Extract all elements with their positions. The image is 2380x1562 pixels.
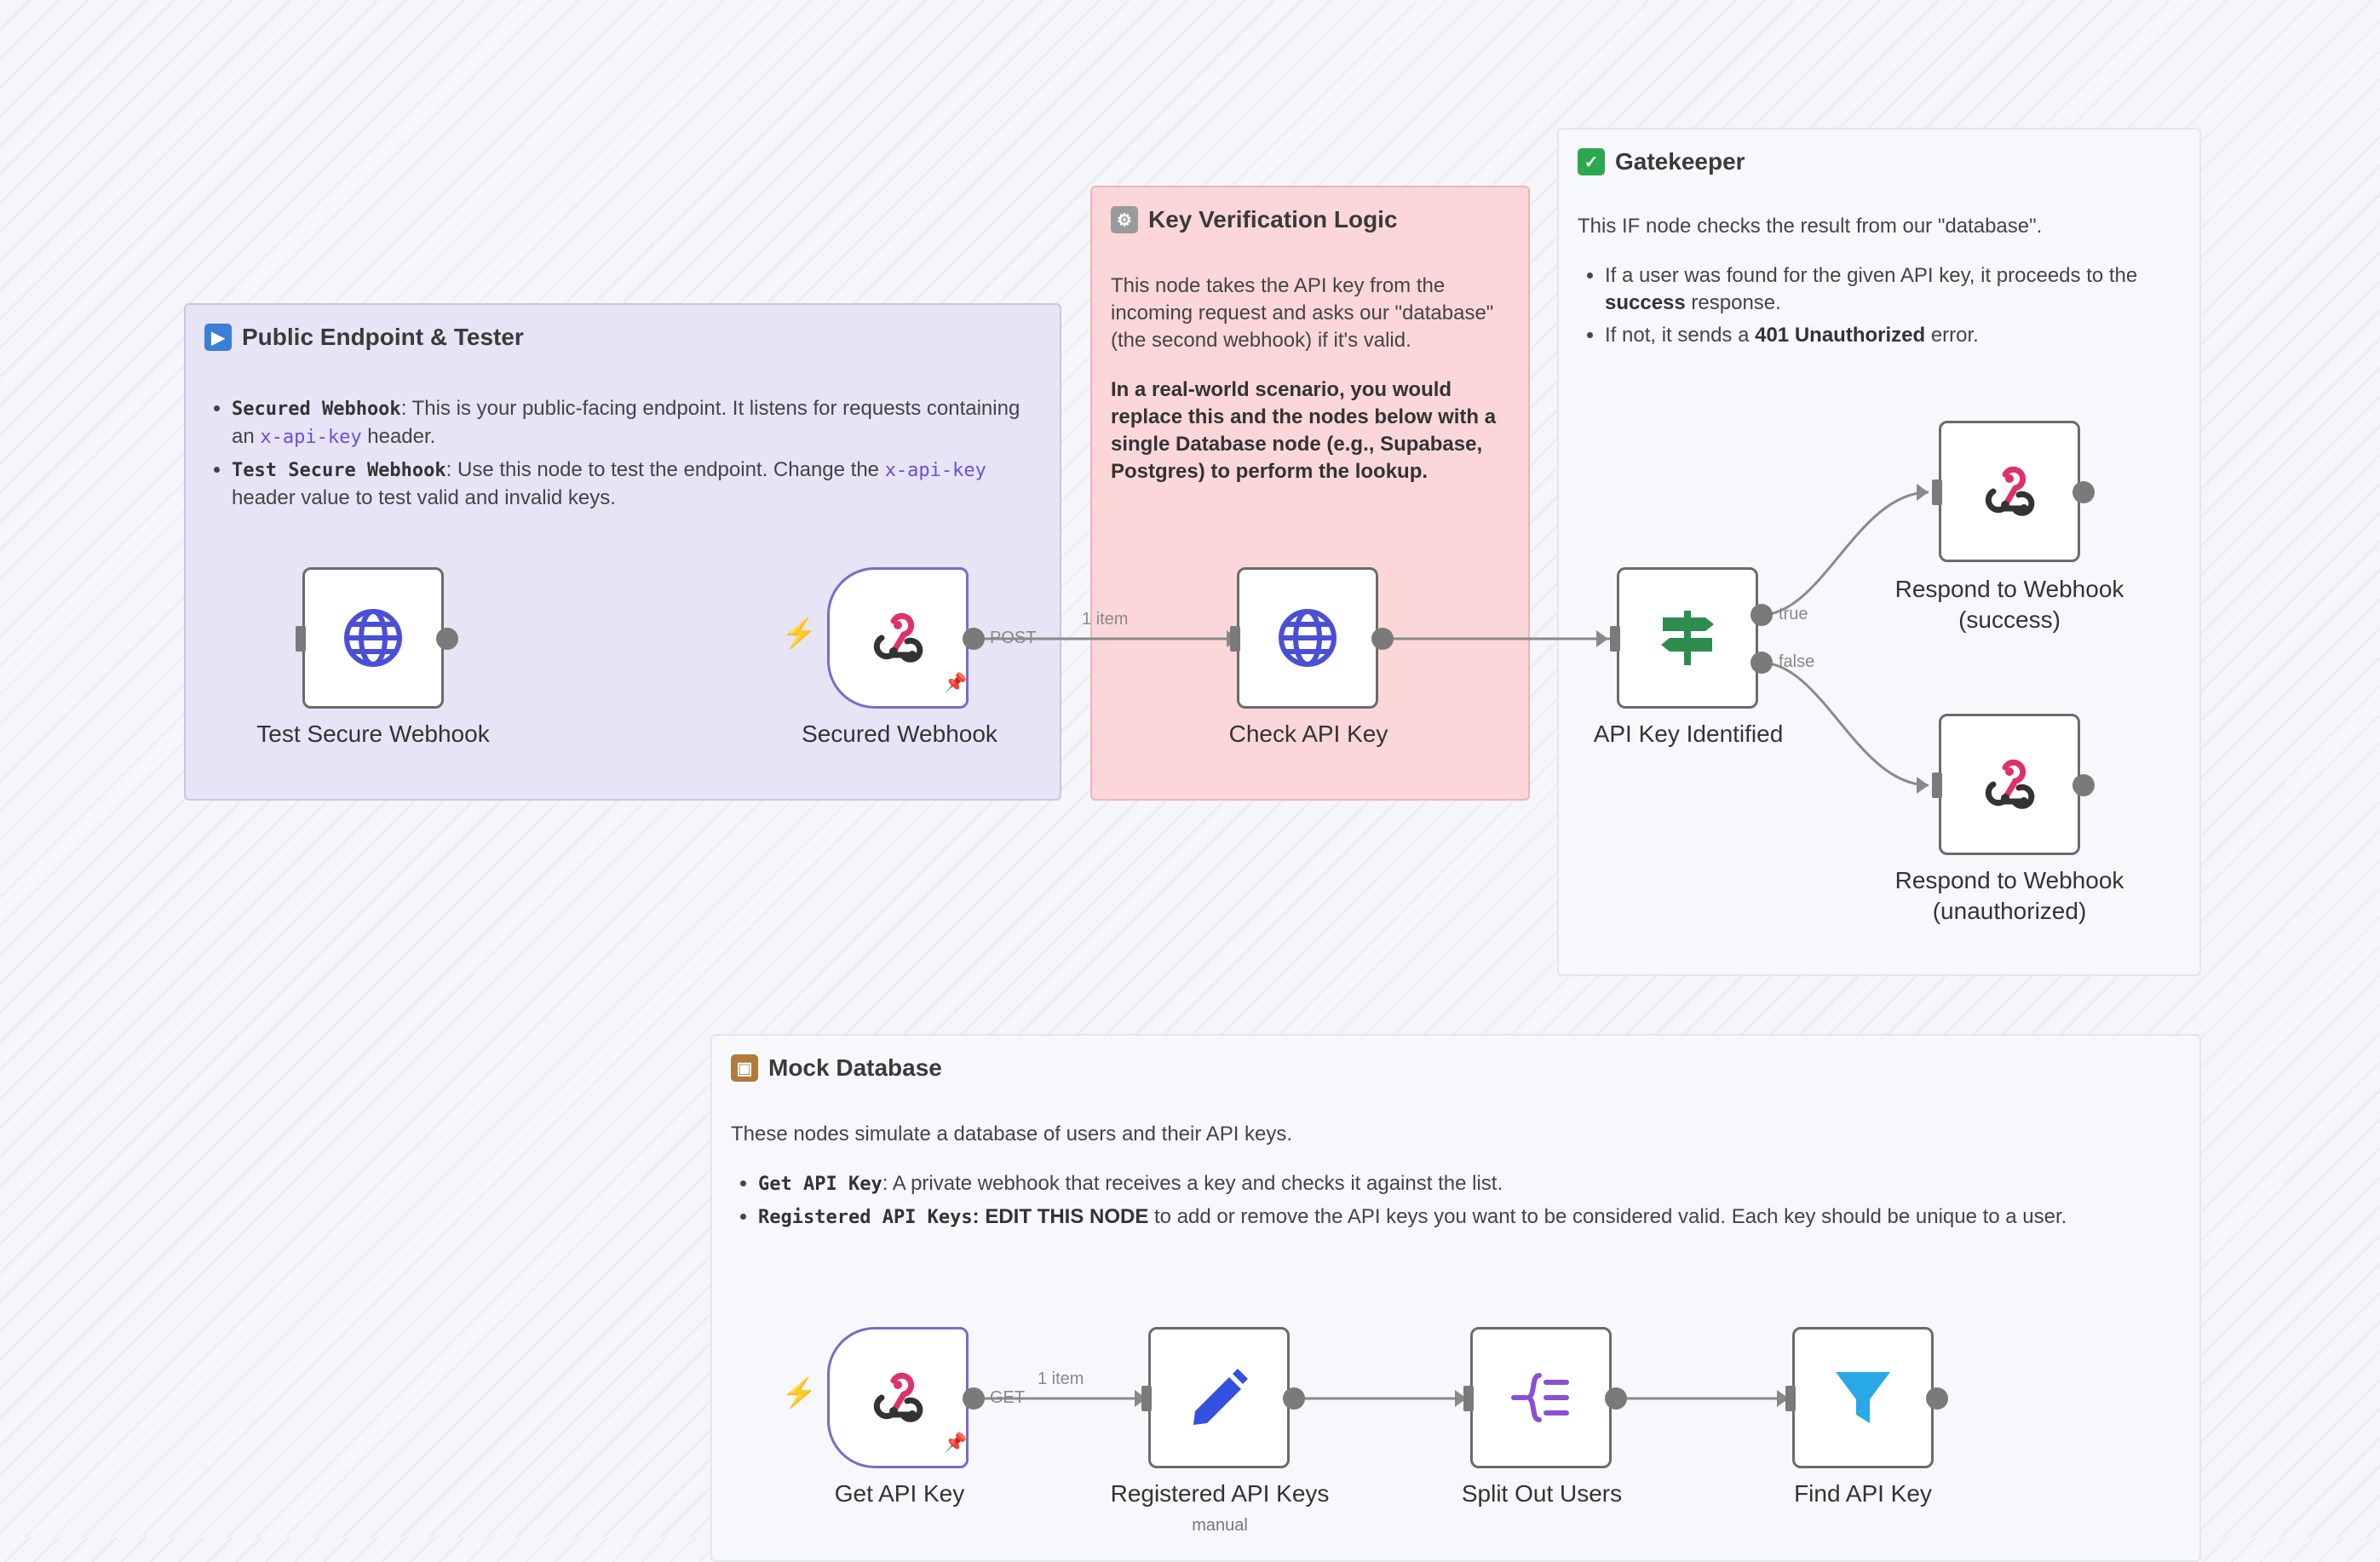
output-port[interactable]	[963, 1387, 985, 1410]
node-label: Respond to Webhook (unauthorized)	[1894, 867, 2124, 924]
webhook-icon	[873, 1372, 923, 1422]
note-body: These nodes simulate a database of users…	[731, 1121, 2181, 1232]
output-port[interactable]	[2072, 481, 2095, 503]
arrowhead	[1455, 1390, 1467, 1407]
input-port[interactable]	[1141, 1386, 1152, 1411]
node-label: Secured Webhook	[802, 721, 997, 747]
check-emoji-icon: ✓	[1578, 148, 1605, 175]
note-bullet: If a user was found for the given API ke…	[1605, 262, 2181, 317]
input-port[interactable]	[1932, 772, 1942, 798]
node-label: Respond to Webhook (success)	[1894, 576, 2124, 633]
note-body: Secured Webhook: This is your public-fac…	[204, 395, 1041, 512]
trigger-bolt-icon: ⚡	[781, 1377, 818, 1410]
edge-label-true: true	[1779, 605, 1808, 623]
node-label: Test Secure Webhook	[256, 721, 490, 747]
node-split-out-users[interactable]	[1470, 1327, 1612, 1468]
globe-icon	[1279, 609, 1337, 667]
edge-label-false: false	[1779, 652, 1815, 671]
node-label: API Key Identified	[1593, 721, 1784, 747]
arrowhead	[1917, 484, 1929, 501]
input-port[interactable]	[1463, 1386, 1474, 1411]
pin-icon: 📌	[944, 672, 968, 693]
note-mock-database[interactable]: ▣ Mock Database These nodes simulate a d…	[710, 1034, 2201, 1562]
note-public-endpoint[interactable]: ▶ Public Endpoint & Tester Secured Webho…	[184, 303, 1061, 801]
output-port[interactable]	[1926, 1387, 1948, 1410]
input-port[interactable]	[296, 626, 306, 652]
node-get-api-key[interactable]: 📌	[827, 1327, 969, 1468]
note-body: This IF node checks the result from our …	[1578, 213, 2181, 349]
package-emoji-icon: ▣	[731, 1054, 758, 1082]
node-respond-unauthorized[interactable]	[1939, 714, 2080, 855]
input-port[interactable]	[1785, 1386, 1796, 1411]
arrowhead	[1135, 1390, 1147, 1407]
note-bullet: Get API Key: A private webhook that rece…	[758, 1170, 2181, 1198]
node-label: Registered API Keys	[1110, 1480, 1330, 1507]
input-port[interactable]	[1230, 626, 1240, 652]
node-check-api-key[interactable]	[1237, 567, 1378, 709]
output-port-true[interactable]	[1751, 604, 1773, 626]
note-bullet: Registered API Keys: EDIT THIS NODE to a…	[758, 1203, 2181, 1232]
note-body: This node takes the API key from the inc…	[1111, 274, 1497, 483]
wire-false-to-unauth	[1760, 661, 1929, 787]
split-icon	[1511, 1373, 1569, 1422]
output-port[interactable]	[1371, 628, 1394, 650]
edge-label-method: POST	[990, 629, 1037, 647]
output-port[interactable]	[436, 628, 458, 650]
arrowhead	[1596, 630, 1608, 647]
trigger-bolt-icon: ⚡	[781, 617, 818, 650]
node-label: Check API Key	[1228, 721, 1388, 747]
pin-icon: 📌	[944, 1432, 968, 1453]
node-find-api-key[interactable]	[1792, 1327, 1934, 1468]
node-label: Find API Key	[1794, 1480, 1932, 1507]
note-gatekeeper[interactable]: ✓ Gatekeeper This IF node checks the res…	[1557, 128, 2201, 976]
node-sublabel: manual	[1192, 1516, 1248, 1535]
filter-icon	[1836, 1372, 1890, 1423]
node-secured-webhook[interactable]: 📌	[827, 567, 969, 709]
input-port[interactable]	[1610, 626, 1620, 652]
webhook-icon	[1985, 466, 2035, 516]
note-title: ▶ Public Endpoint & Tester	[204, 324, 1041, 351]
webhook-icon	[1985, 759, 2035, 809]
webhook-icon	[873, 612, 923, 663]
arrowhead	[1917, 777, 1929, 794]
gear-emoji-icon: ⚙	[1111, 206, 1138, 233]
output-port[interactable]	[963, 628, 985, 650]
output-port[interactable]	[1283, 1387, 1305, 1410]
node-test-secure-webhook[interactable]	[302, 567, 444, 709]
note-title: ▣ Mock Database	[731, 1054, 2181, 1082]
arrowhead	[1777, 1390, 1789, 1407]
play-emoji-icon: ▶	[204, 324, 232, 351]
edge-label-items: 1 item	[1038, 1370, 1084, 1388]
note-bullet: If not, it sends a 401 Unauthorized erro…	[1605, 322, 2181, 349]
signpost-icon	[1661, 611, 1714, 665]
node-label: Get API Key	[834, 1480, 965, 1507]
node-api-key-identified[interactable]	[1617, 567, 1758, 709]
pencil-icon	[1193, 1369, 1248, 1425]
note-title: ✓ Gatekeeper	[1578, 148, 2181, 175]
output-port[interactable]	[2072, 774, 2095, 796]
globe-icon	[344, 609, 402, 667]
edge-label-items: 1 item	[1082, 610, 1129, 629]
node-label: Split Out Users	[1461, 1480, 1623, 1507]
note-bullet: Test Secure Webhook: Use this node to te…	[232, 457, 1041, 512]
output-port[interactable]	[1605, 1387, 1627, 1410]
wire-true-to-success	[1760, 491, 1929, 617]
output-port-false[interactable]	[1751, 652, 1773, 674]
note-title: ⚙ Key Verification Logic	[1111, 206, 1509, 233]
note-bullet: Secured Webhook: This is your public-fac…	[232, 395, 1041, 451]
input-port[interactable]	[1932, 480, 1942, 505]
node-registered-api-keys[interactable]	[1148, 1327, 1290, 1468]
node-respond-success[interactable]	[1939, 421, 2080, 562]
edge-label-method: GET	[990, 1388, 1026, 1407]
